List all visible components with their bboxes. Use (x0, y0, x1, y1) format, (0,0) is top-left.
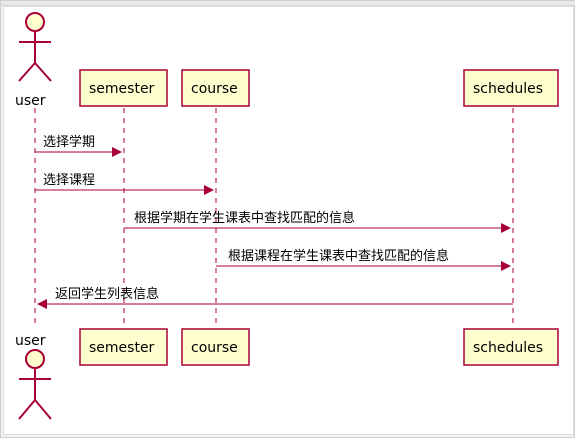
participant-box (463, 69, 559, 107)
message-4: 根据课程在学生课表中查找匹配的信息 (216, 248, 511, 271)
message-label: 返回学生列表信息 (55, 286, 159, 302)
actor-left-leg (18, 399, 36, 420)
actor-head-icon (25, 349, 45, 369)
message-5: 返回学生列表信息 (37, 286, 513, 309)
actor-right-leg (34, 399, 52, 420)
actor-user-bottom: user (15, 333, 52, 420)
participant-course-top: course (181, 69, 250, 107)
participant-course-bottom: course (181, 328, 250, 366)
participant-box (79, 69, 168, 107)
arrowhead-icon (37, 299, 47, 309)
message-1: 选择学期 (35, 134, 122, 157)
message-label: 根据课程在学生课表中查找匹配的信息 (228, 248, 449, 264)
participant-label-schedules-top: schedules (473, 81, 543, 97)
participant-box (181, 328, 250, 366)
participant-label-semester-top: semester (89, 81, 155, 97)
participant-box (463, 328, 559, 366)
participant-box (181, 69, 250, 107)
arrowhead-icon (204, 185, 214, 195)
message-3: 根据学期在学生课表中查找匹配的信息 (124, 210, 511, 233)
participant-label-schedules-bottom: schedules (473, 340, 543, 356)
message-label: 选择课程 (43, 173, 95, 188)
participant-semester-bottom: semester (79, 328, 168, 366)
actor-user-top: user (15, 12, 52, 109)
arrowhead-icon (501, 261, 511, 271)
arrowhead-icon (112, 147, 122, 157)
participant-semester-top: semester (79, 69, 168, 107)
arrowhead-icon (501, 223, 511, 233)
message-label: 根据学期在学生课表中查找匹配的信息 (134, 210, 355, 226)
actor-right-leg (34, 62, 52, 82)
participant-schedules-bottom: schedules (463, 328, 559, 366)
participant-label-user-bottom: user (15, 333, 46, 349)
message-2: 选择课程 (35, 173, 214, 195)
participant-label-semester-bottom: semester (89, 340, 155, 356)
participant-label-course-bottom: course (191, 340, 238, 356)
participant-label-user-top: user (15, 93, 46, 109)
participant-box (79, 328, 168, 366)
participant-label-course-top: course (191, 81, 238, 97)
actor-left-leg (18, 62, 36, 82)
participant-schedules-top: schedules (463, 69, 559, 107)
top-toolbar-strip (1, 1, 575, 6)
actor-head-icon (25, 12, 45, 32)
message-label: 选择学期 (43, 134, 95, 150)
